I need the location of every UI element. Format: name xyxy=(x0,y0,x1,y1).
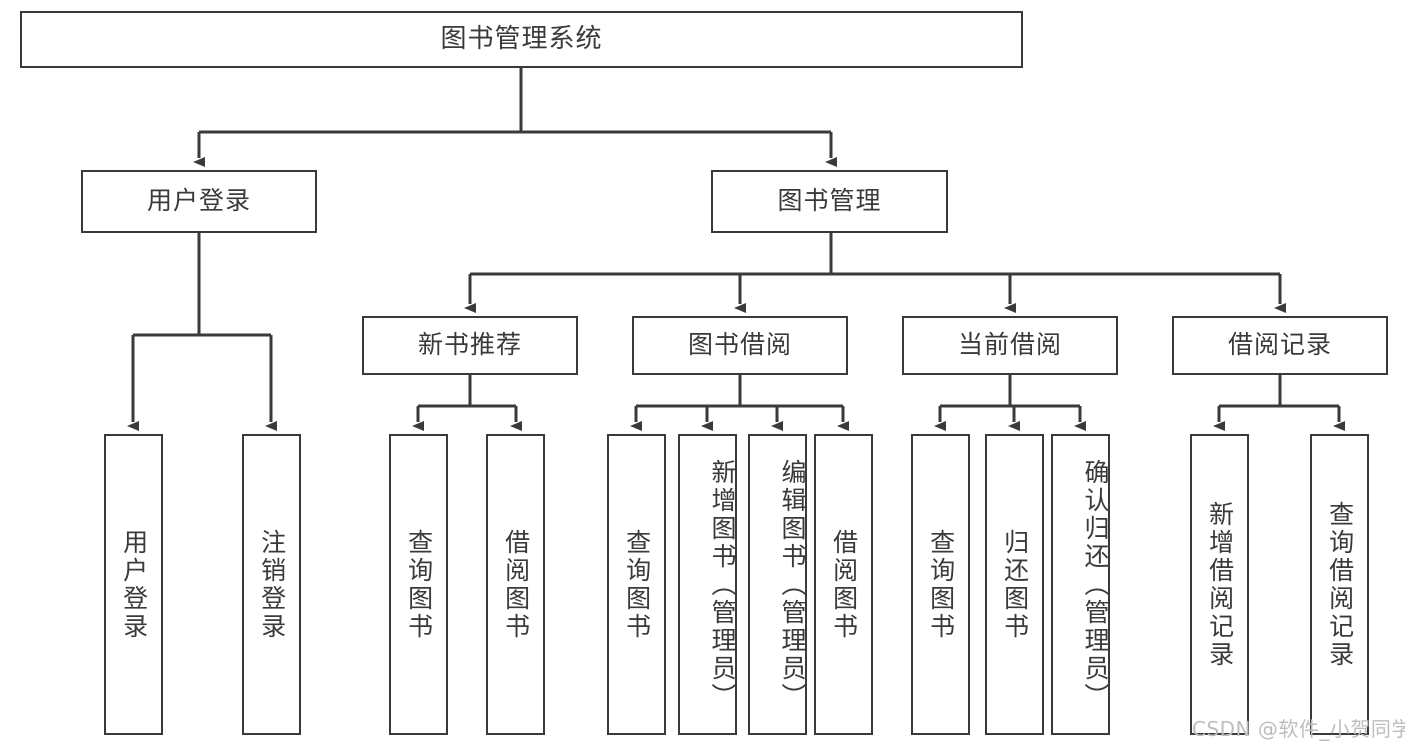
node-label: 借阅记录 xyxy=(1227,330,1332,360)
leaf-user-login[interactable]: 用户登录 xyxy=(104,434,163,735)
node-label: 借阅图书 xyxy=(829,528,859,641)
node-root-system[interactable]: 图书管理系统 xyxy=(20,11,1023,68)
node-new-book-recommendation[interactable]: 新书推荐 xyxy=(362,316,578,375)
leaf-return-book[interactable]: 归还图书 xyxy=(985,434,1044,735)
leaf-add-book-admin[interactable]: 新增图书（管理员） xyxy=(678,434,737,735)
node-label: 查询借阅记录 xyxy=(1325,500,1355,669)
node-label: 新书推荐 xyxy=(417,330,522,360)
node-label: 新增图书（管理员） xyxy=(708,458,737,711)
node-label: 查询图书 xyxy=(622,528,652,641)
node-label: 当前借阅 xyxy=(957,330,1062,360)
node-label: 用户登录 xyxy=(119,528,149,641)
node-borrowing-record[interactable]: 借阅记录 xyxy=(1172,316,1388,375)
leaf-query-book-3[interactable]: 查询图书 xyxy=(911,434,970,735)
node-label: 查询图书 xyxy=(926,528,956,641)
leaf-borrow-book-1[interactable]: 借阅图书 xyxy=(486,434,545,735)
leaf-query-book-1[interactable]: 查询图书 xyxy=(389,434,448,735)
leaf-logout[interactable]: 注销登录 xyxy=(242,434,301,735)
node-book-management[interactable]: 图书管理 xyxy=(711,170,948,233)
leaf-borrow-book-2[interactable]: 借阅图书 xyxy=(814,434,873,735)
node-label: 图书借阅 xyxy=(687,330,792,360)
watermark-text: CSDN @软件_小贺同学 xyxy=(1192,717,1405,741)
node-label: 借阅图书 xyxy=(501,528,531,641)
node-label: 归还图书 xyxy=(1000,528,1030,641)
node-label: 查询图书 xyxy=(404,528,434,641)
leaf-add-borrow-record[interactable]: 新增借阅记录 xyxy=(1190,434,1249,735)
leaf-query-borrow-record[interactable]: 查询借阅记录 xyxy=(1310,434,1369,735)
node-book-borrowing[interactable]: 图书借阅 xyxy=(632,316,848,375)
node-label: 图书管理系统 xyxy=(440,23,603,54)
node-label: 图书管理 xyxy=(777,186,882,216)
leaf-confirm-return-admin[interactable]: 确认归还（管理员） xyxy=(1051,434,1110,735)
node-label: 新增借阅记录 xyxy=(1205,500,1235,669)
node-label: 确认归还（管理员） xyxy=(1081,458,1110,711)
leaf-edit-book-admin[interactable]: 编辑图书（管理员） xyxy=(748,434,807,735)
node-label: 用户登录 xyxy=(146,186,251,216)
node-label: 注销登录 xyxy=(257,528,287,641)
node-user-login[interactable]: 用户登录 xyxy=(81,170,317,233)
node-current-borrowing[interactable]: 当前借阅 xyxy=(902,316,1118,375)
leaf-query-book-2[interactable]: 查询图书 xyxy=(607,434,666,735)
node-label: 编辑图书（管理员） xyxy=(778,458,807,711)
